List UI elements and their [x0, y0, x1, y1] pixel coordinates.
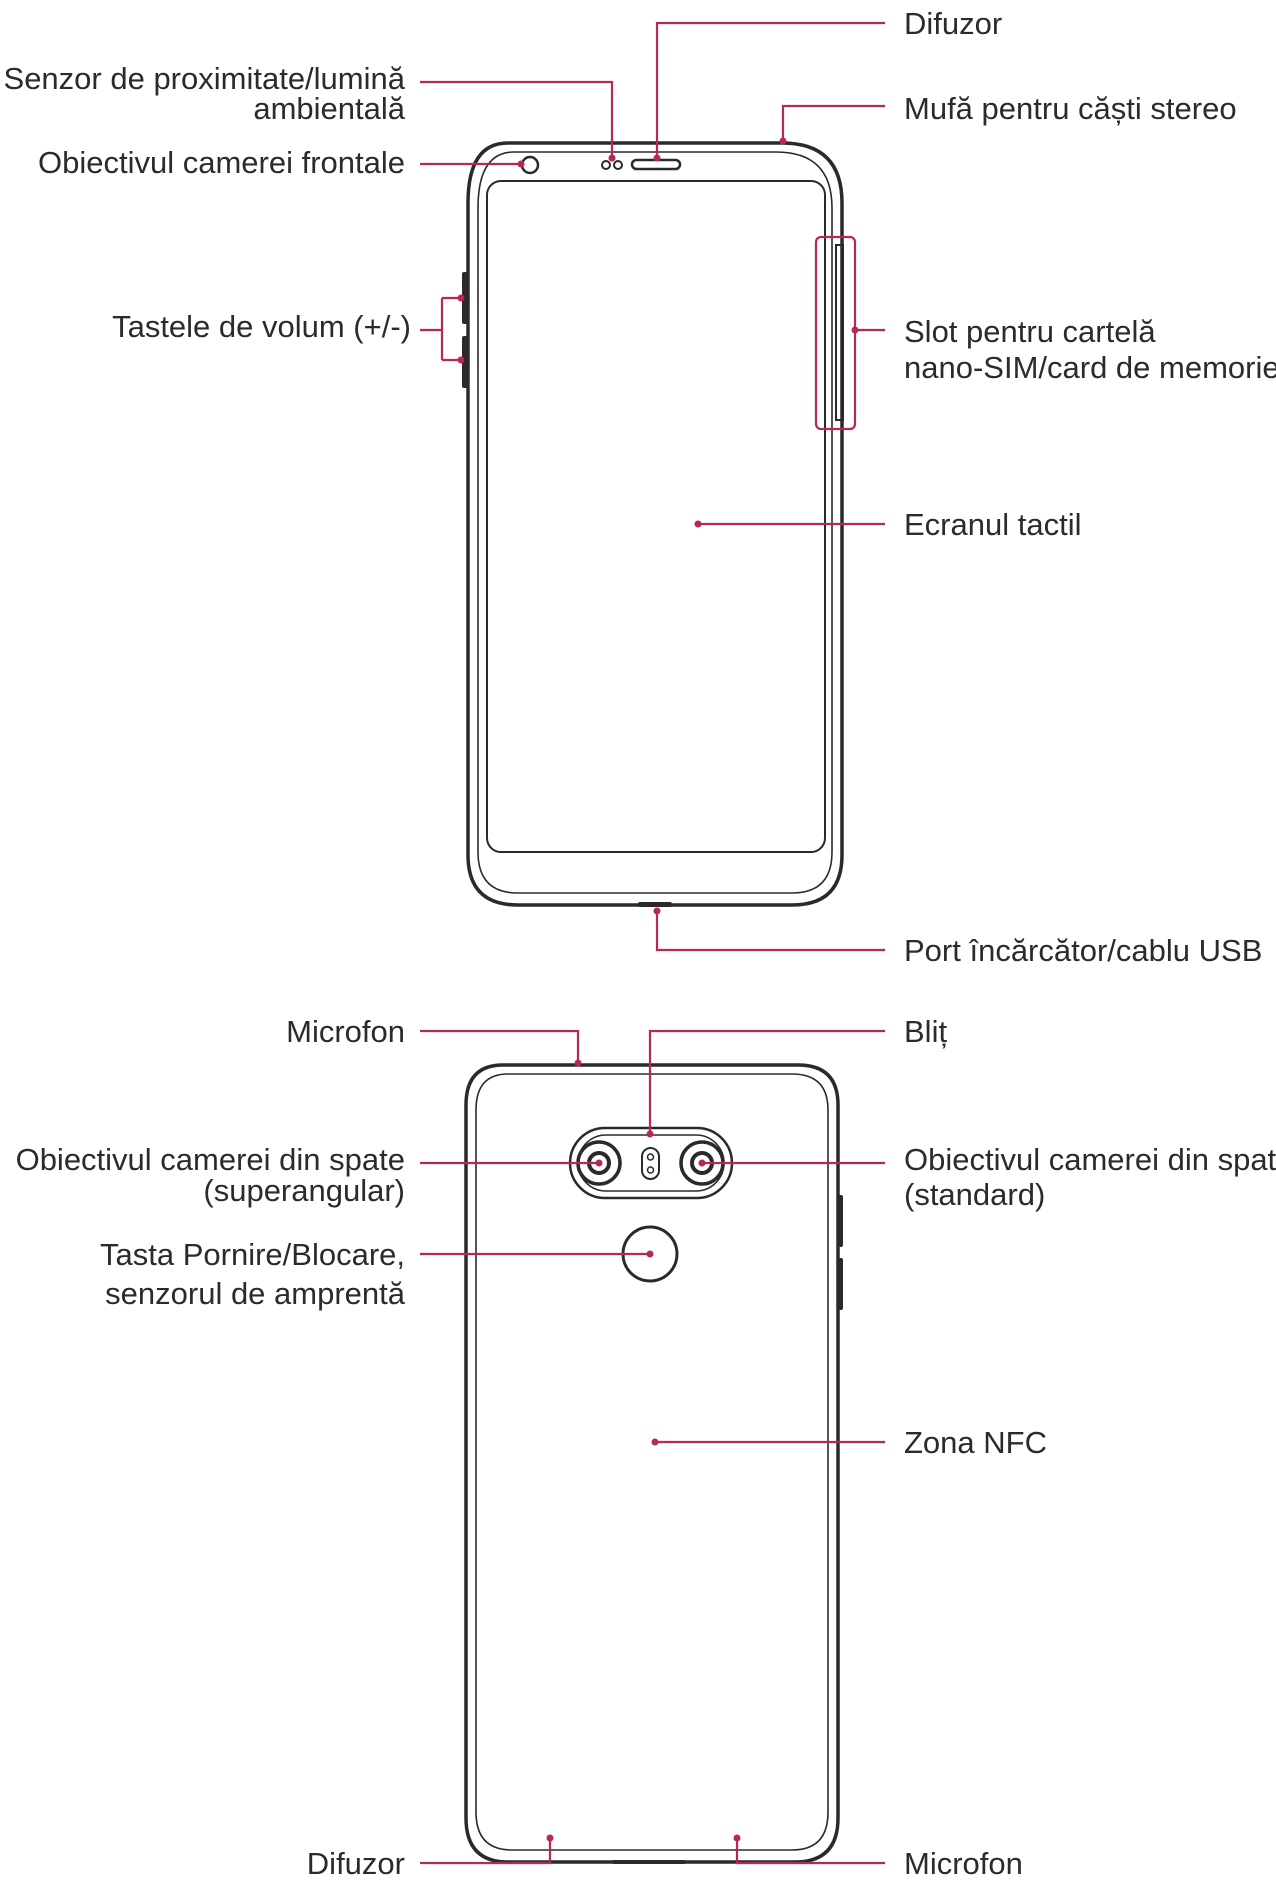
label-headphone-jack: Mufă pentru căști stereo: [904, 91, 1237, 126]
leader-headphone-jack: [781, 104, 885, 141]
back-phone-inner-edge: [475, 1073, 829, 1851]
label-rear-camera-std-line1: Obiectivul camerei din spate: [904, 1142, 1276, 1177]
leader-microphone-bottom: [735, 1838, 885, 1865]
back-phone: [464, 1063, 843, 1864]
leader-speaker-bottom: [420, 1838, 552, 1865]
label-flash: Bliț: [904, 1014, 947, 1049]
label-proximity-line1: Senzor de proximitate/lumină: [4, 61, 406, 96]
proximity-sensor-b: [613, 160, 623, 170]
label-microphone-top: Microfon: [286, 1014, 405, 1049]
label-power-key-line1: Tasta Pornire/Blocare,: [100, 1237, 405, 1272]
sim-tray: [835, 244, 844, 421]
label-rear-camera-std-line2: (standard): [904, 1177, 1045, 1212]
label-rear-camera-wide-line1: Obiectivul camerei din spate: [16, 1142, 405, 1177]
label-microphone-bottom: Microfon: [904, 1846, 1023, 1881]
front-phone-inner-edge: [477, 151, 833, 894]
proximity-sensor-a: [601, 160, 611, 170]
leader-usb-port: [655, 911, 885, 952]
label-power-key-line2: senzorul de amprentă: [105, 1276, 406, 1311]
back-labels: Microfon Bliț Obiectivul camerei din spa…: [16, 1014, 1276, 1881]
front-camera-lens: [520, 155, 540, 175]
label-touchscreen: Ecranul tactil: [904, 507, 1081, 542]
front-phone: [462, 141, 844, 907]
label-rear-camera-wide-line2: (superangular): [203, 1173, 405, 1208]
front-display: [486, 180, 826, 853]
volume-down-key: [462, 336, 469, 388]
label-usb-port: Port încărcător/cablu USB: [904, 933, 1262, 968]
back-side-key-lower: [837, 1258, 843, 1310]
label-speaker-bottom: Difuzor: [307, 1846, 405, 1881]
back-phone-outline: [464, 1063, 840, 1864]
front-labels: Difuzor Senzor de proximitate/lumină amb…: [4, 6, 1276, 968]
leader-volume-keys: [420, 296, 461, 362]
volume-up-key: [462, 272, 469, 324]
label-proximity-line2: ambientală: [253, 91, 405, 126]
flash: [641, 1147, 660, 1180]
front-leaders: [420, 21, 885, 952]
label-volume-keys: Tastele de volum (+/-): [112, 309, 411, 344]
label-front-camera: Obiectivul camerei frontale: [38, 145, 405, 180]
leader-flash: [648, 1029, 885, 1134]
leader-proximity: [420, 80, 614, 158]
label-sim-slot-line2: nano-SIM/card de memorie: [904, 350, 1276, 385]
leader-speaker-top: [655, 21, 885, 158]
label-nfc: Zona NFC: [904, 1425, 1047, 1460]
front-phone-outline: [466, 141, 844, 907]
label-sim-slot-line1: Slot pentru cartelă: [904, 314, 1156, 349]
back-side-key-upper: [837, 1195, 843, 1247]
label-speaker-top: Difuzor: [904, 6, 1002, 41]
back-leaders: [420, 1029, 885, 1865]
usb-port: [638, 902, 672, 907]
bottom-speaker-grille: [612, 1860, 686, 1864]
leader-microphone-top: [420, 1029, 580, 1063]
